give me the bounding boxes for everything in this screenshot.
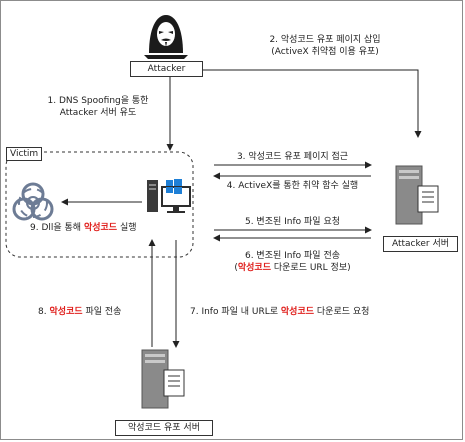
step-7-highlight: 악성코드 [280,307,315,317]
step-1-line-1: 1. DNS Spoofing을 통한 [47,96,149,106]
victim-label: Victim [6,147,43,161]
biohazard-icon [12,182,54,221]
step-9-highlight: 악성코드 [83,223,118,233]
arrow-step-2 [203,69,422,138]
attacker-label: Attacker [130,61,203,77]
step-6-line-2: (악성코드 다운로드 URL 정보) [210,262,375,274]
step-8-label: 8. 악성코드 파일 전송 [38,306,121,318]
step-9-post: 실행 [117,223,137,233]
step-8-post: 파일 전송 [82,307,122,317]
hacker-icon [144,15,188,59]
attacker-server-label: Attacker 서버 [383,236,458,252]
attacker-server-icon [395,165,439,225]
malware-server-label: 악성코드 유포 서버 [115,420,213,436]
malware-server-icon [141,349,185,409]
step-9-label: 9. Dll을 통해 악성코드 실행 [30,222,137,234]
windows-logo-icon [166,179,182,194]
victim-region [5,151,194,258]
step-8-pre: 8. [38,307,50,317]
step-5-label: 5. 변조된 Info 파일 요청 [244,217,341,227]
step-2-label: 2. 악성코드 유포 페이지 삽입 (ActiveX 취약점 이용 유포) [250,34,400,58]
step-7-post: 다운로드 요청 [314,307,370,317]
step-9-pre: 9. Dll을 통해 [30,223,84,233]
step-1-line-2: Attacker 서버 유도 [59,108,137,118]
step-6-line-1: 6. 변조된 Info 파일 전송 [244,251,341,261]
step-8-highlight: 악성코드 [49,307,83,317]
step-7-pre: 7. Info 파일 내 URL로 [190,307,281,317]
step-6-highlight: 악성코드 [237,263,271,273]
step-6-rest: 다운로드 URL 정보) [271,263,351,273]
step-6-label: 6. 변조된 Info 파일 전송 (악성코드 다운로드 URL 정보) [210,250,375,274]
step-7-label: 7. Info 파일 내 URL로 악성코드 다운로드 요청 [190,306,369,318]
step-2-line-1: 2. 악성코드 유포 페이지 삽입 [269,35,381,45]
step-1-label: 1. DNS Spoofing을 통한 Attacker 서버 유도 [28,95,168,119]
step-3-label: 3. 악성코드 유포 페이지 접근 [236,152,349,162]
step-4-label: 4. ActiveX를 통한 취약 함수 실행 [226,181,359,191]
step-6-open-paren: ( [234,263,238,273]
step-2-line-2: (ActiveX 취약점 이용 유포) [271,47,379,57]
